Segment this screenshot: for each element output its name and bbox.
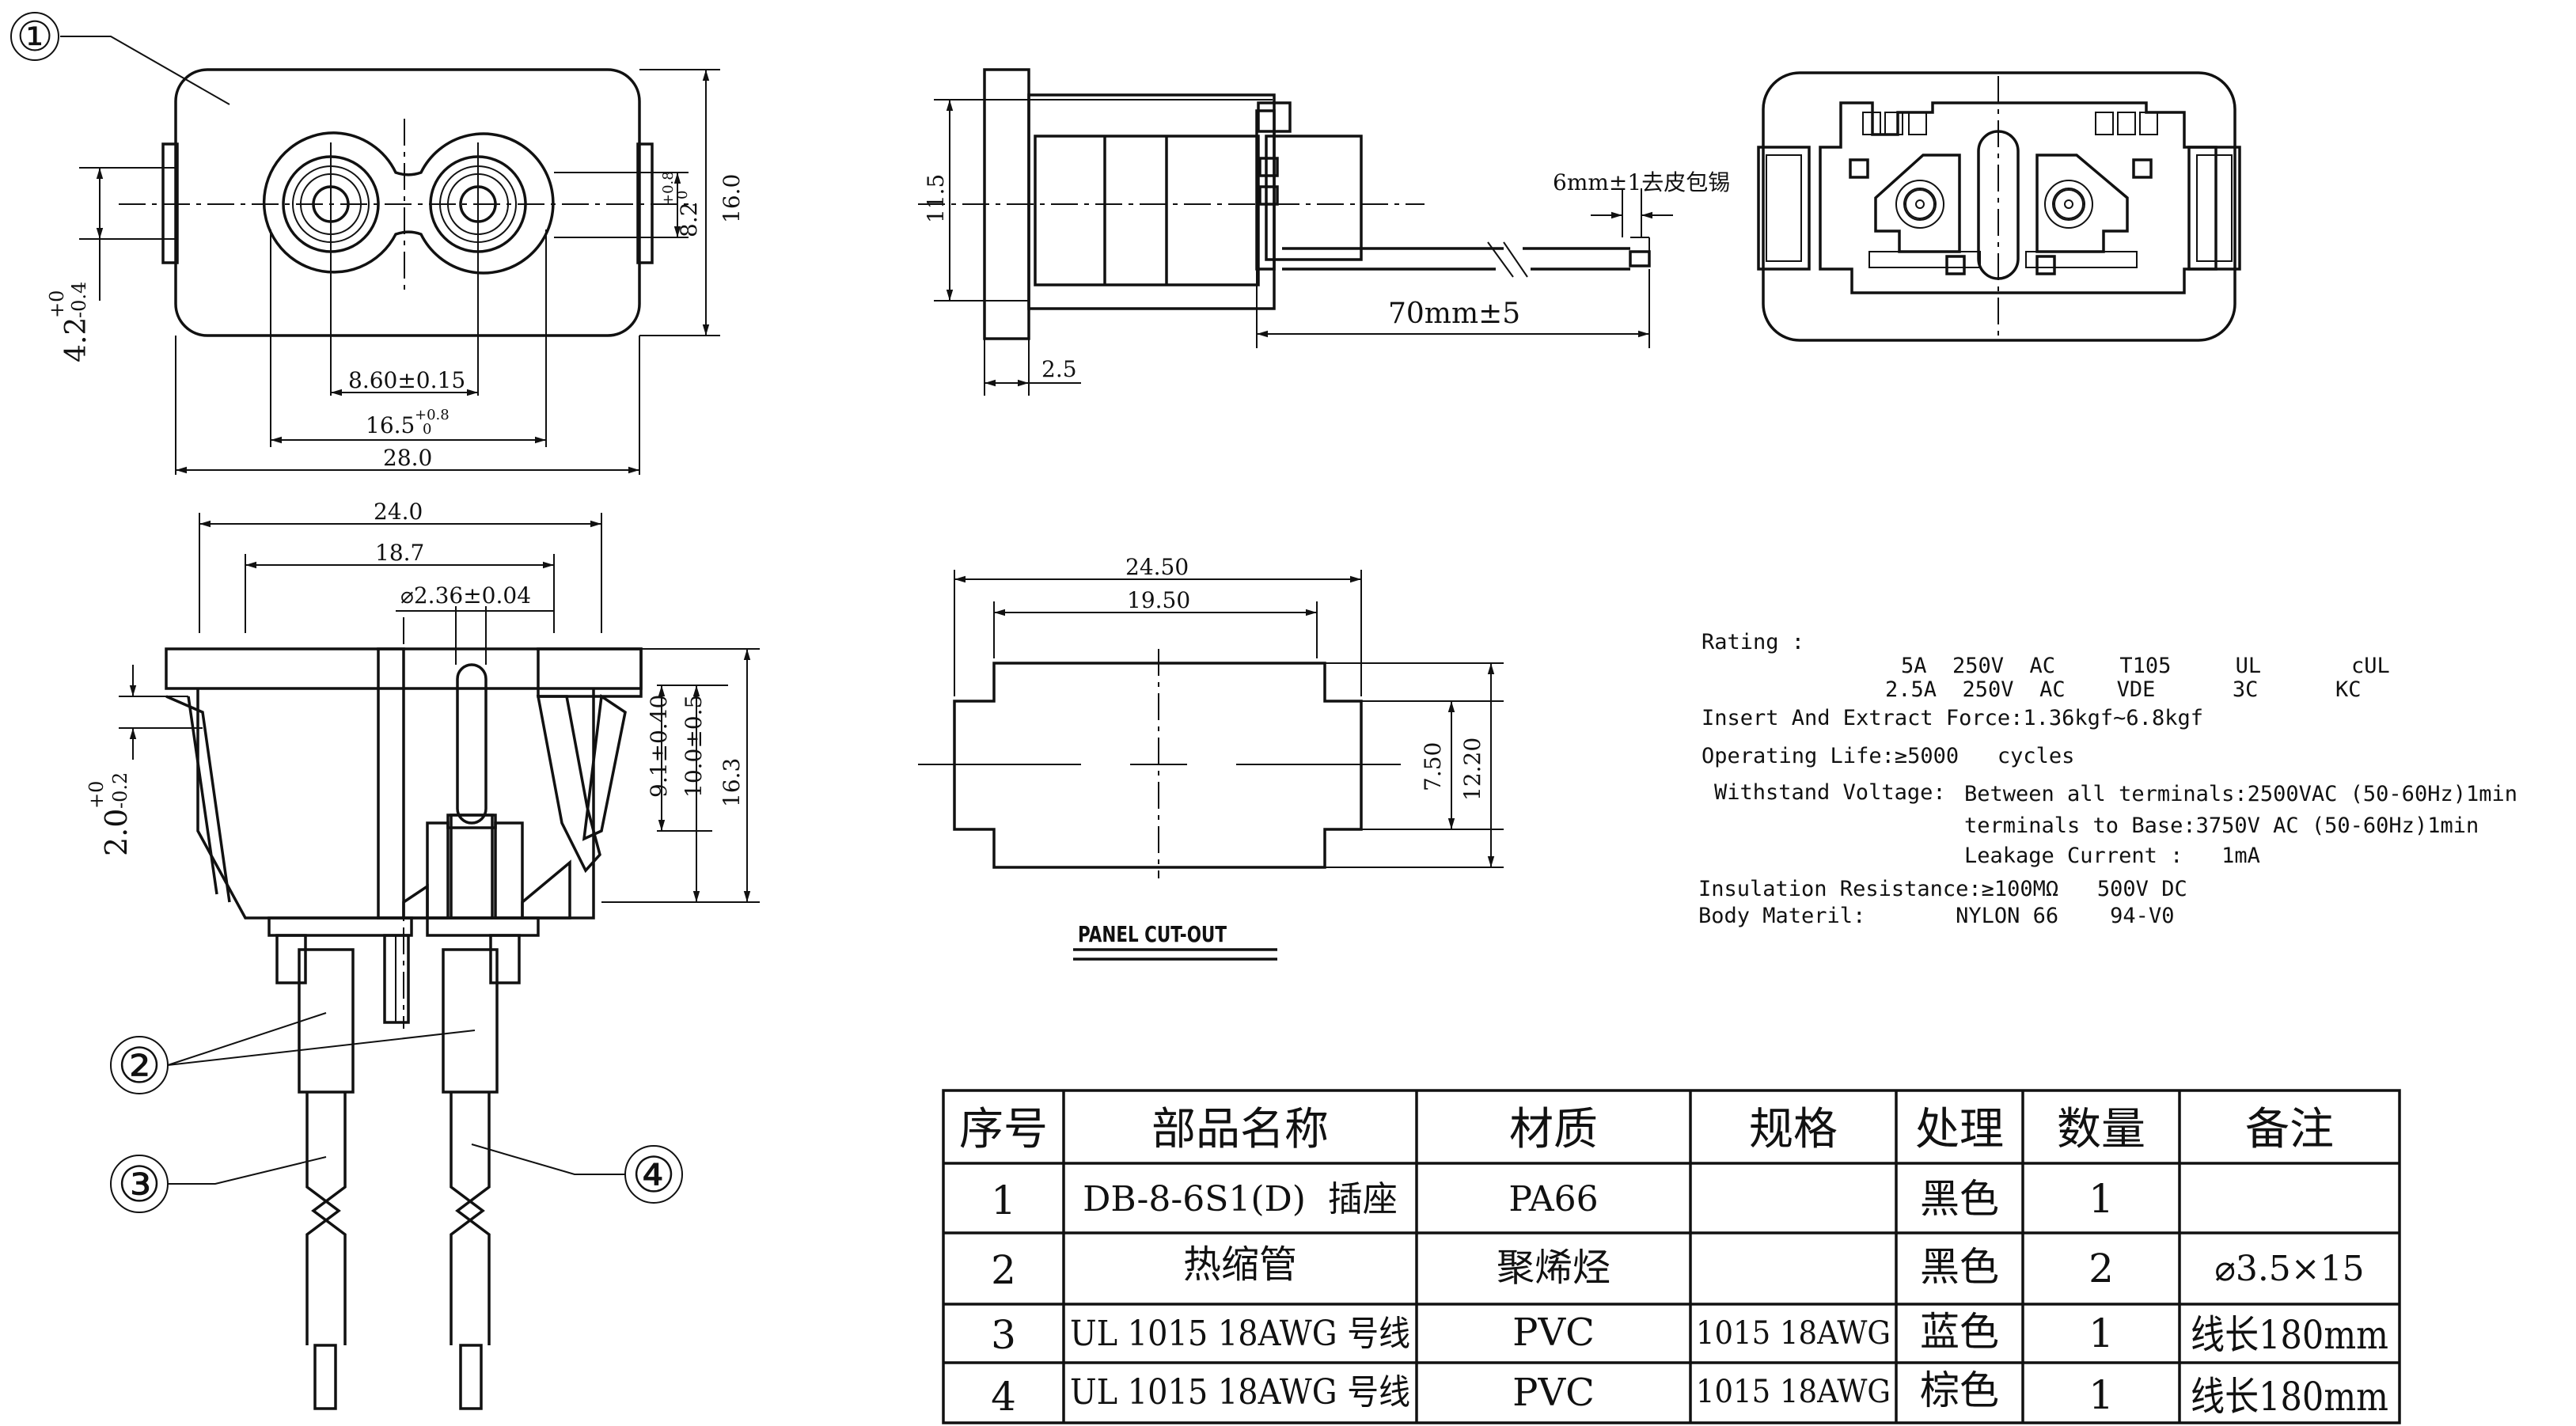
spec-withstand-2: terminals to Base:3750V AC (50-60Hz)1min bbox=[1964, 814, 2479, 838]
side-view bbox=[918, 68, 1673, 396]
dim-cutout-width-inner: 19.50 bbox=[1127, 587, 1190, 613]
spec-rating-label: Rating : bbox=[1702, 630, 1804, 654]
bom-table: 序号 部品名称 材质 规格 处理 数量 备注 1 DB-8-6S1(D) 插座 … bbox=[942, 1089, 2401, 1424]
bom-cell: 1 bbox=[2088, 1176, 2114, 1222]
bom-cell: PA66 bbox=[1508, 1179, 1598, 1219]
svg-text:0: 0 bbox=[674, 191, 691, 199]
dim-front-height: 16.0 bbox=[719, 174, 745, 223]
bom-cell: PVC bbox=[1512, 1371, 1595, 1415]
dim-section-height-1: 9.1±0.40 bbox=[646, 695, 672, 798]
panel-cutout bbox=[918, 570, 1504, 961]
specifications: Rating : 5A 250V AC T105 UL cUL 2.5A 250… bbox=[1698, 630, 2517, 928]
dim-section-height-2: 10.0±0.5 bbox=[681, 695, 707, 798]
dim-section-width-inner: 18.7 bbox=[375, 540, 424, 566]
svg-text:0: 0 bbox=[423, 421, 431, 438]
spec-insulation: Insulation Resistance:≥100MΩ 500V DC bbox=[1698, 877, 2187, 901]
bom-cell: 1015 18AWG bbox=[1696, 1315, 1891, 1352]
bom-cell: 热缩管 bbox=[1183, 1242, 1297, 1287]
bom-cell: 1 bbox=[991, 1178, 1016, 1223]
section-dimension-labels: 24.0 18.7 ⌀2.36±0.04 9.1±0.40 10.0±0.5 1… bbox=[85, 499, 745, 856]
cutout-dimension-labels: 24.50 19.50 7.50 12.20 PANEL CUT-OUT bbox=[1078, 554, 1485, 947]
bom-cell: 1 bbox=[2088, 1310, 2114, 1356]
bom-header-name: 部品名称 bbox=[1151, 1104, 1329, 1155]
dim-section-height-3: 16.3 bbox=[719, 758, 745, 807]
dim-cutout-height-inner: 7.50 bbox=[1420, 742, 1446, 791]
spec-insert-force: Insert And Extract Force:1.36kgf~6.8kgf bbox=[1702, 706, 2203, 730]
svg-text:+0: +0 bbox=[85, 781, 108, 809]
section-view: ② ③ ④ bbox=[110, 513, 760, 1410]
svg-text:-0.2: -0.2 bbox=[109, 772, 131, 809]
dim-pin-diameter: ⌀2.36±0.04 bbox=[400, 582, 531, 609]
spec-withstand-1: Between all terminals:2500VAC (50-60Hz)1… bbox=[1964, 782, 2517, 806]
svg-text:+0: +0 bbox=[46, 290, 68, 318]
dim-opening-height: 8.2 bbox=[676, 202, 702, 237]
dim-side-height: 11.5 bbox=[923, 174, 949, 223]
bom-cell: 黑色 bbox=[1920, 1244, 1999, 1290]
spec-operating-life: Operating Life:≥5000 cycles bbox=[1702, 744, 2074, 768]
spec-leakage: Leakage Current : 1mA bbox=[1964, 844, 2260, 868]
bom-cell: 黑色 bbox=[1920, 1176, 1999, 1222]
dim-wire-length: 70mm±5 bbox=[1388, 298, 1520, 330]
dim-flange-thickness: 4.2 bbox=[60, 317, 93, 362]
bom-header-qty: 数量 bbox=[2057, 1104, 2145, 1155]
balloon-4: ④ bbox=[632, 1146, 676, 1204]
side-dimension-labels: 11.5 2.5 70mm±5 6mm±1去皮包锡 bbox=[923, 169, 1730, 382]
bom-header-remark: 备注 bbox=[2245, 1104, 2334, 1155]
dim-side-flange: 2.5 bbox=[1041, 356, 1077, 382]
bom-cell: 棕色 bbox=[1920, 1367, 1999, 1413]
balloon-3: ③ bbox=[117, 1155, 161, 1213]
dim-strip-note: 6mm±1去皮包锡 bbox=[1553, 169, 1730, 195]
balloon-2: ② bbox=[117, 1037, 161, 1094]
bom-header-spec: 规格 bbox=[1749, 1104, 1838, 1155]
svg-text:-0.4: -0.4 bbox=[68, 282, 90, 318]
dim-latch: 2.0 bbox=[99, 809, 134, 856]
bom-cell: UL 1015 18AWG 号线 bbox=[1070, 1314, 1410, 1354]
front-view: ① bbox=[10, 12, 720, 475]
dim-section-width-outer: 24.0 bbox=[374, 499, 423, 525]
balloon-1: ① bbox=[17, 13, 54, 61]
spec-withstand-label: Withstand Voltage: bbox=[1714, 780, 1946, 805]
bom-cell: 2 bbox=[991, 1247, 1016, 1293]
bom-header-treatment: 处理 bbox=[1915, 1104, 2004, 1155]
dim-front-width: 28.0 bbox=[383, 445, 432, 471]
svg-text:+0.8: +0.8 bbox=[660, 171, 677, 206]
bom-cell: 线长180mm bbox=[2191, 1312, 2388, 1358]
bom-cell: 1 bbox=[2088, 1372, 2114, 1418]
bom-cell: 3 bbox=[991, 1312, 1016, 1358]
bom-cell: 蓝色 bbox=[1920, 1309, 1999, 1355]
panel-cutout-label: PANEL CUT-OUT bbox=[1078, 921, 1227, 947]
bom-cell: 2 bbox=[2088, 1246, 2114, 1291]
bom-cell: 聚烯烃 bbox=[1497, 1246, 1610, 1290]
bom-cell: 1015 18AWG bbox=[1696, 1374, 1891, 1410]
bom-header-material: 材质 bbox=[1509, 1104, 1598, 1155]
spec-rating-row2: 2.5A 250V AC VDE 3C KC bbox=[1885, 677, 2361, 702]
bom-header-no: 序号 bbox=[959, 1104, 1048, 1155]
bom-cell: DB-8-6S1(D) 插座 bbox=[1083, 1179, 1398, 1219]
bom-cell: 4 bbox=[991, 1374, 1016, 1420]
front-dimension-labels: 8.60±0.15 16.5 +0.8 0 28.0 16.0 8.2 +0.8… bbox=[46, 171, 745, 471]
bom-cell: 线长180mm bbox=[2191, 1374, 2388, 1420]
dim-opening-width: 16.5 bbox=[366, 412, 415, 438]
svg-text:+0.8: +0.8 bbox=[415, 407, 450, 423]
dim-cutout-height-outer: 12.20 bbox=[1459, 738, 1485, 801]
dim-cutout-width-outer: 24.50 bbox=[1125, 554, 1189, 580]
bom-cell: UL 1015 18AWG 号线 bbox=[1070, 1372, 1410, 1413]
spec-rating-row1: 5A 250V AC T105 UL cUL bbox=[1901, 654, 2390, 678]
bom-cell: PVC bbox=[1512, 1310, 1595, 1355]
bom-cell: ⌀3.5×15 bbox=[2214, 1249, 2364, 1289]
rear-view bbox=[1757, 71, 2241, 342]
spec-body-material: Body Materil: NYLON 66 94-V0 bbox=[1698, 904, 2174, 928]
dim-pin-spacing: 8.60±0.15 bbox=[348, 367, 465, 393]
